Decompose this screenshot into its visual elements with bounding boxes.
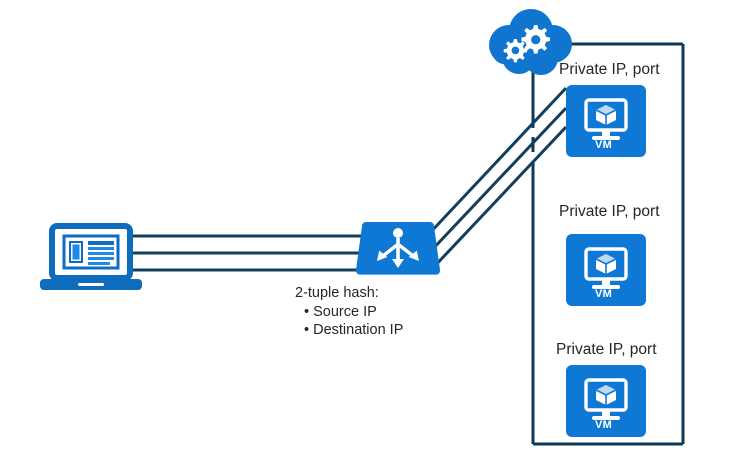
bullet-glyph: •	[304, 322, 310, 339]
loadbalancer-to-backend-links	[425, 86, 568, 272]
vm-caption-1: VM	[595, 139, 613, 151]
vm-tile-1[interactable]	[566, 85, 646, 157]
backend-label-3: Private IP, port	[556, 341, 657, 358]
backend-label-2: Private IP, port	[559, 203, 660, 220]
hash-bullet-0: • Source IP	[295, 303, 403, 322]
gear-large-icon	[521, 25, 550, 54]
vm-tile-2[interactable]	[566, 234, 646, 306]
hash-heading: 2-tuple hash:	[295, 285, 379, 301]
hash-bullet-text-0: Source IP	[313, 303, 377, 320]
vm-monitor-cube-icon	[584, 98, 628, 140]
client-to-loadbalancer-links	[128, 234, 361, 272]
hash-bullet-1: • Destination IP	[295, 321, 403, 340]
backend-label-1: Private IP, port	[559, 61, 660, 78]
hash-annotation: 2-tuple hash: • Source IP • Destination …	[295, 284, 403, 340]
vm-caption-2: VM	[595, 288, 613, 300]
laptop-icon	[40, 223, 142, 290]
vm-tile-3[interactable]	[566, 365, 646, 437]
gear-small-icon	[503, 39, 528, 63]
bullet-glyph: •	[304, 303, 310, 320]
cloud-gears-icon	[489, 9, 572, 75]
load-balancer-icon	[355, 222, 441, 275]
vm-caption-3: VM	[595, 419, 613, 431]
vm-monitor-cube-icon	[584, 247, 628, 289]
hash-bullet-text-1: Destination IP	[313, 322, 404, 339]
vm-monitor-cube-icon	[584, 378, 628, 420]
